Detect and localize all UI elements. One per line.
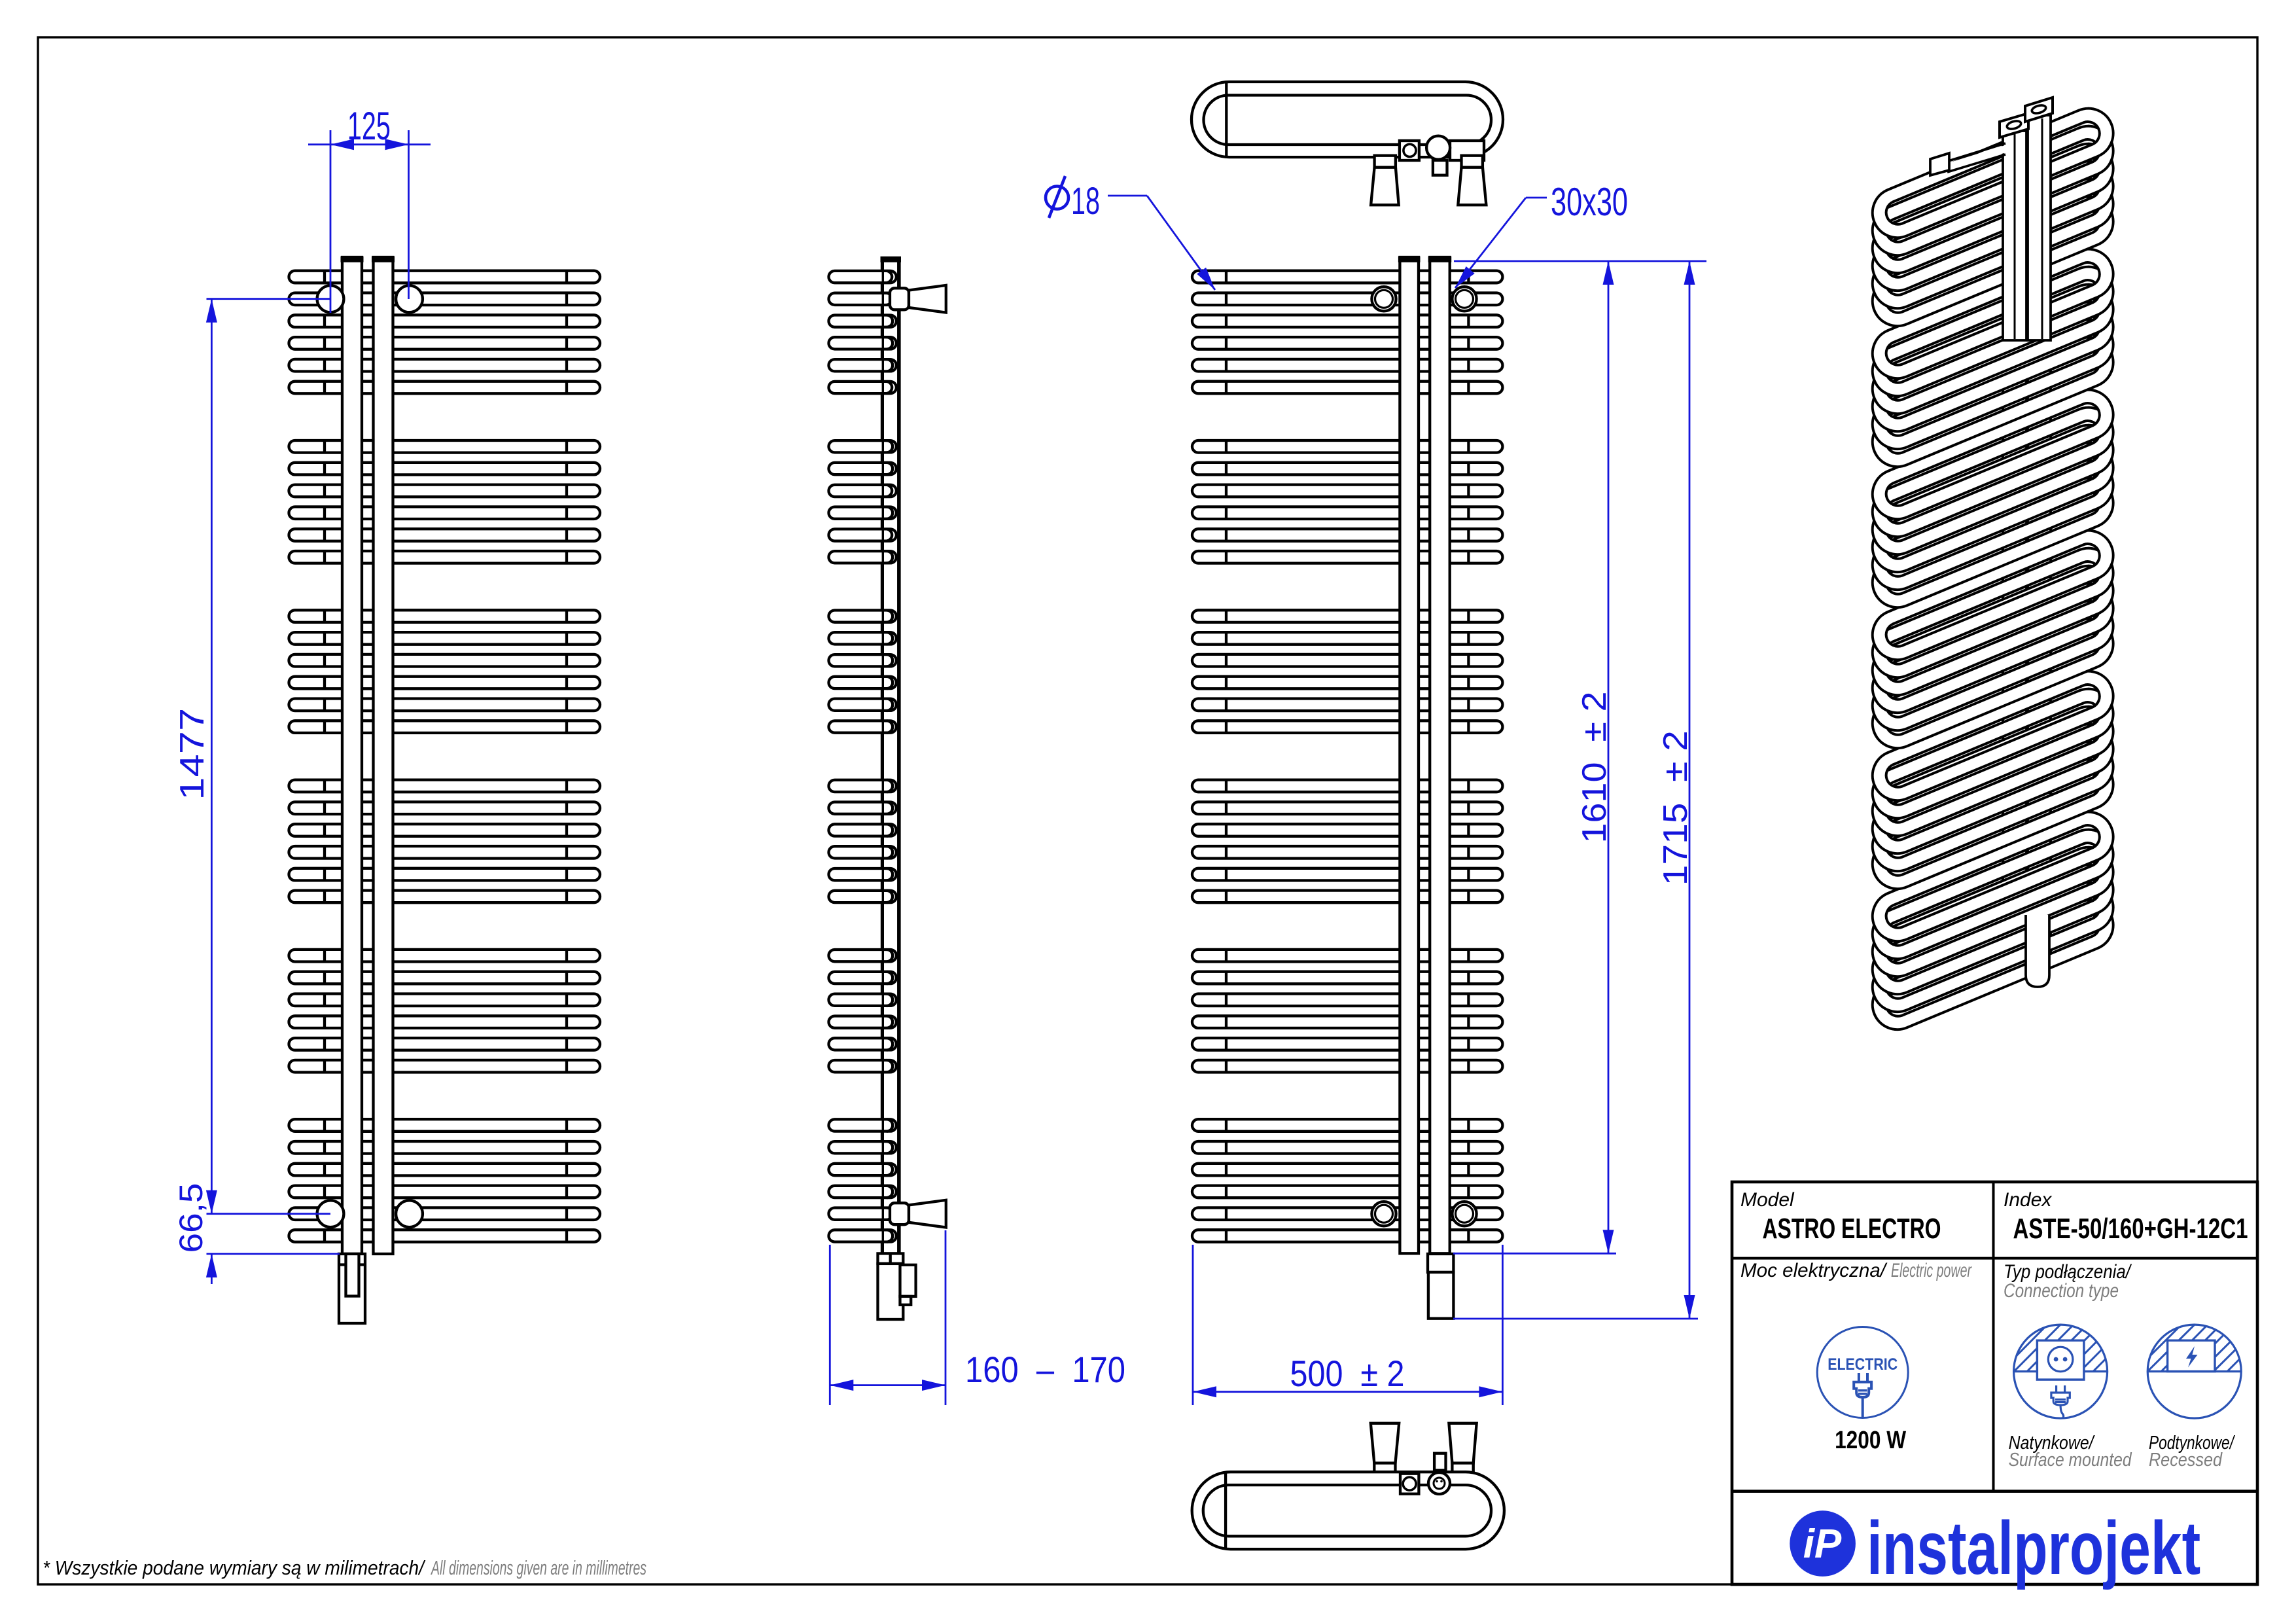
- svg-text:instalprojekt: instalprojekt: [1867, 1506, 2200, 1590]
- svg-text:Model: Model: [1740, 1189, 1795, 1211]
- svg-text:500 ± 2: 500 ± 2: [1290, 1353, 1405, 1394]
- svg-text:30x30: 30x30: [1551, 180, 1628, 224]
- svg-text:Moc elektryczna/: Moc elektryczna/: [1740, 1260, 1888, 1281]
- svg-text:ASTRO ELECTRO: ASTRO ELECTRO: [1763, 1213, 1941, 1245]
- svg-text:Surface mounted: Surface mounted: [2009, 1450, 2132, 1471]
- svg-text:1477: 1477: [173, 708, 211, 800]
- svg-text:ASTE-50/160+GH-12C1: ASTE-50/160+GH-12C1: [2013, 1213, 2248, 1245]
- svg-text:ELECTRIC: ELECTRIC: [1828, 1355, 1898, 1374]
- svg-text:All dimensions given are in mi: All dimensions given are in millimetres: [431, 1556, 646, 1579]
- svg-text:Recessed: Recessed: [2149, 1450, 2223, 1471]
- svg-text:1200 W: 1200 W: [1835, 1427, 1906, 1454]
- svg-text:Podtynkowe/: Podtynkowe/: [2149, 1433, 2235, 1454]
- svg-text:Electric power: Electric power: [1891, 1260, 1972, 1281]
- svg-text:18: 18: [1071, 180, 1100, 223]
- svg-text:Natynkowe/: Natynkowe/: [2009, 1433, 2096, 1454]
- svg-text:Index: Index: [2004, 1189, 2052, 1211]
- svg-text:66,5: 66,5: [173, 1183, 209, 1253]
- svg-text:160 – 170: 160 – 170: [965, 1349, 1125, 1390]
- svg-text:* Wszystkie podane wymiary są: * Wszystkie podane wymiary są w milimetr…: [43, 1556, 426, 1579]
- svg-text:Connection type: Connection type: [2004, 1280, 2119, 1302]
- svg-text:125: 125: [347, 104, 391, 148]
- svg-text:1715 ± 2: 1715 ± 2: [1657, 730, 1695, 885]
- svg-text:Typ podłączenia/: Typ podłączenia/: [2004, 1261, 2132, 1283]
- svg-text:1610 ± 2: 1610 ± 2: [1576, 692, 1614, 844]
- svg-text:iP: iP: [1803, 1522, 1842, 1567]
